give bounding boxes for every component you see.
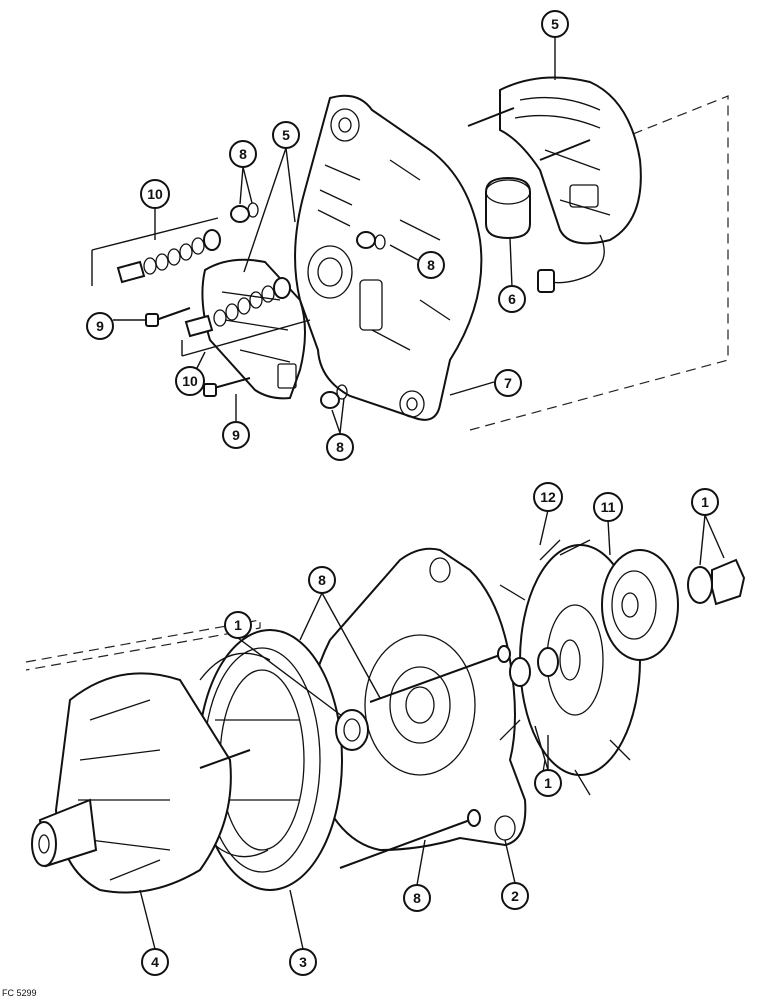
callout-9-screw-lower: 9: [222, 421, 250, 449]
callout-8-nut-right: 8: [417, 251, 445, 279]
callout-2-drive-end: 2: [501, 882, 529, 910]
callout-12-fan: 12: [533, 482, 563, 512]
callout-8-bolt-lower: 8: [403, 884, 431, 912]
callout-5-brush-holder: 5: [272, 121, 300, 149]
callout-7-end-frame: 7: [494, 369, 522, 397]
brush-spring-set-upper: [91, 217, 221, 286]
callout-8-through-bolts: 8: [308, 566, 336, 594]
leader-lines: [113, 37, 725, 950]
rotor: [31, 672, 251, 894]
callout-label: 5: [551, 16, 559, 32]
nut-right: [356, 231, 386, 250]
screw-lower: [203, 377, 251, 397]
callout-label: 10: [147, 186, 163, 202]
callout-3-stator: 3: [289, 948, 317, 976]
callout-8-nut-upper: 8: [229, 140, 257, 168]
figure-code: FC 5299: [2, 988, 37, 998]
nut-upper: [230, 202, 259, 223]
callout-label: 8: [318, 572, 326, 588]
callout-9-screw-upper: 9: [86, 312, 114, 340]
screw-upper: [145, 307, 191, 327]
callout-label: 8: [427, 257, 435, 273]
lower-group-dashed-outline: [25, 619, 261, 671]
callout-label: 12: [540, 489, 556, 505]
callout-label: 3: [299, 954, 307, 970]
callout-label: 4: [151, 954, 159, 970]
callout-1-pulley-nut: 1: [691, 488, 719, 516]
drive-end-frame: [306, 547, 527, 852]
callout-6-bearing: 6: [498, 285, 526, 313]
spacer-ring: [335, 709, 369, 751]
shaft-collar: [509, 647, 559, 687]
through-bolt-lower: [339, 809, 481, 869]
callout-label: 1: [544, 775, 552, 791]
pulley: [601, 549, 679, 661]
callout-label: 6: [508, 291, 516, 307]
rear-end-frame: [294, 94, 483, 421]
callout-5-rectifier: 5: [541, 10, 569, 38]
through-bolt-upper: [369, 645, 511, 703]
rectifier-assembly: [467, 76, 642, 293]
callout-label: 8: [413, 890, 421, 906]
upper-group-dashed-outline: [469, 95, 729, 431]
brush-holder-regulator: [201, 258, 306, 400]
callout-label: 9: [96, 318, 104, 334]
callout-1-collar: 1: [534, 769, 562, 797]
nut-lower: [320, 384, 348, 409]
callout-10-upper: 10: [140, 179, 170, 209]
callout-label: 11: [601, 499, 616, 515]
callout-8-nut-lower: 8: [326, 433, 354, 461]
callout-label: 8: [336, 439, 344, 455]
callout-label: 1: [234, 617, 242, 633]
callout-label: 8: [239, 146, 247, 162]
callout-label: 7: [504, 375, 512, 391]
callout-label: 1: [701, 494, 709, 510]
callout-10-lower: 10: [175, 366, 205, 396]
callout-4-rotor: 4: [141, 948, 169, 976]
bearing: [485, 176, 531, 240]
callout-1-spacer: 1: [224, 611, 252, 639]
callout-label: 10: [182, 373, 198, 389]
callout-label: 9: [232, 427, 240, 443]
callout-11-pulley: 11: [593, 492, 623, 522]
callout-label: 5: [282, 127, 290, 143]
brush-spring-set-lower: [181, 277, 311, 357]
pulley-washer-and-nut: [687, 558, 746, 606]
callout-label: 2: [511, 888, 519, 904]
